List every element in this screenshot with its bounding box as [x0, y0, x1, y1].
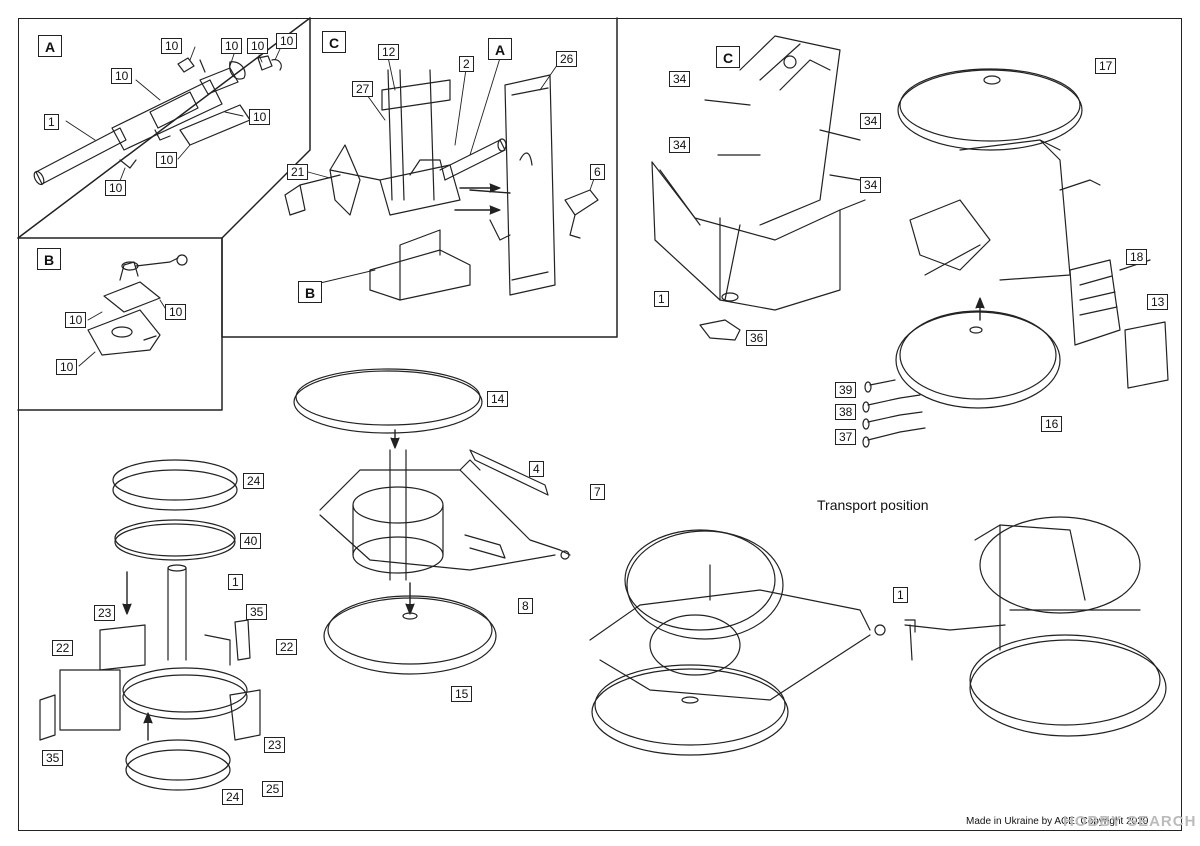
part-label: 17: [1095, 58, 1117, 74]
part-label: 23: [264, 737, 286, 753]
panel-borders: [17, 17, 618, 411]
part-label: 1: [893, 587, 908, 603]
panel-c-mount-drawing: [284, 69, 599, 301]
part-label: 34: [669, 137, 691, 153]
part-label: 40: [240, 533, 262, 549]
copyright-footer: Made in Ukraine by ACE. Copyright 2020: [966, 816, 1149, 827]
leader-lines: [65, 46, 597, 367]
part-label: 16: [1041, 416, 1063, 432]
part-label: 10: [56, 359, 78, 375]
part-label: 10: [249, 109, 271, 125]
part-label: 39: [835, 382, 857, 398]
section-label-a: A: [38, 35, 62, 57]
part-label: 10: [165, 304, 187, 320]
section-ref-c: C: [716, 46, 740, 68]
part-label: 35: [42, 750, 64, 766]
part-label: 10: [276, 33, 298, 49]
part-label: 24: [222, 789, 244, 805]
part-label: 10: [247, 38, 269, 54]
part-label: 15: [451, 686, 473, 702]
part-label: 34: [860, 113, 882, 129]
part-label: 2: [459, 56, 474, 72]
part-label: 8: [518, 598, 533, 614]
part-label: 6: [590, 164, 605, 180]
part-label: 7: [590, 484, 605, 500]
ammo-rack-drawing: [39, 459, 261, 791]
part-label: 12: [378, 44, 400, 60]
transport-position-drawing: [589, 516, 1167, 756]
part-label: 24: [243, 473, 265, 489]
part-label: 10: [161, 38, 183, 54]
panel-a-gun-drawing: [33, 55, 282, 186]
part-label: 36: [746, 330, 768, 346]
section-label-c: C: [322, 31, 346, 53]
part-label: 13: [1147, 294, 1169, 310]
part-label: 1: [228, 574, 243, 590]
part-label: 10: [156, 152, 178, 168]
part-label: 38: [835, 404, 857, 420]
part-label: 34: [669, 71, 691, 87]
part-label: 22: [276, 639, 298, 655]
part-label: 25: [262, 781, 284, 797]
part-label: 23: [94, 605, 116, 621]
section-label-b: B: [37, 248, 61, 270]
part-label: 35: [246, 604, 268, 620]
part-label: 1: [44, 114, 59, 130]
section-ref-a: A: [488, 38, 512, 60]
part-label: 37: [835, 429, 857, 445]
carriage-shield-drawing: [651, 35, 866, 341]
part-label: 22: [52, 640, 74, 656]
part-label: 26: [556, 51, 578, 67]
part-label: 4: [529, 461, 544, 477]
cartridges-drawing: [862, 379, 926, 448]
part-label: 10: [221, 38, 243, 54]
gun-firing-position-drawing: [895, 68, 1169, 409]
part-label: 1: [654, 291, 669, 307]
part-label: 10: [105, 180, 127, 196]
part-label: 14: [487, 391, 509, 407]
part-label: 10: [111, 68, 133, 84]
part-label: 27: [352, 81, 374, 97]
part-label: 10: [65, 312, 87, 328]
section-ref-b: B: [298, 281, 322, 303]
part-label: 34: [860, 177, 882, 193]
watermark-logo: HOBBY SEARCH: [1063, 813, 1197, 830]
wheel-ammo-drawing: [293, 368, 571, 675]
part-label: 21: [287, 164, 309, 180]
drawing-frame: [18, 18, 1182, 831]
transport-position-caption: Transport position: [817, 497, 929, 513]
panel-b-pivot-drawing: [87, 254, 188, 356]
part-label: 18: [1126, 249, 1148, 265]
